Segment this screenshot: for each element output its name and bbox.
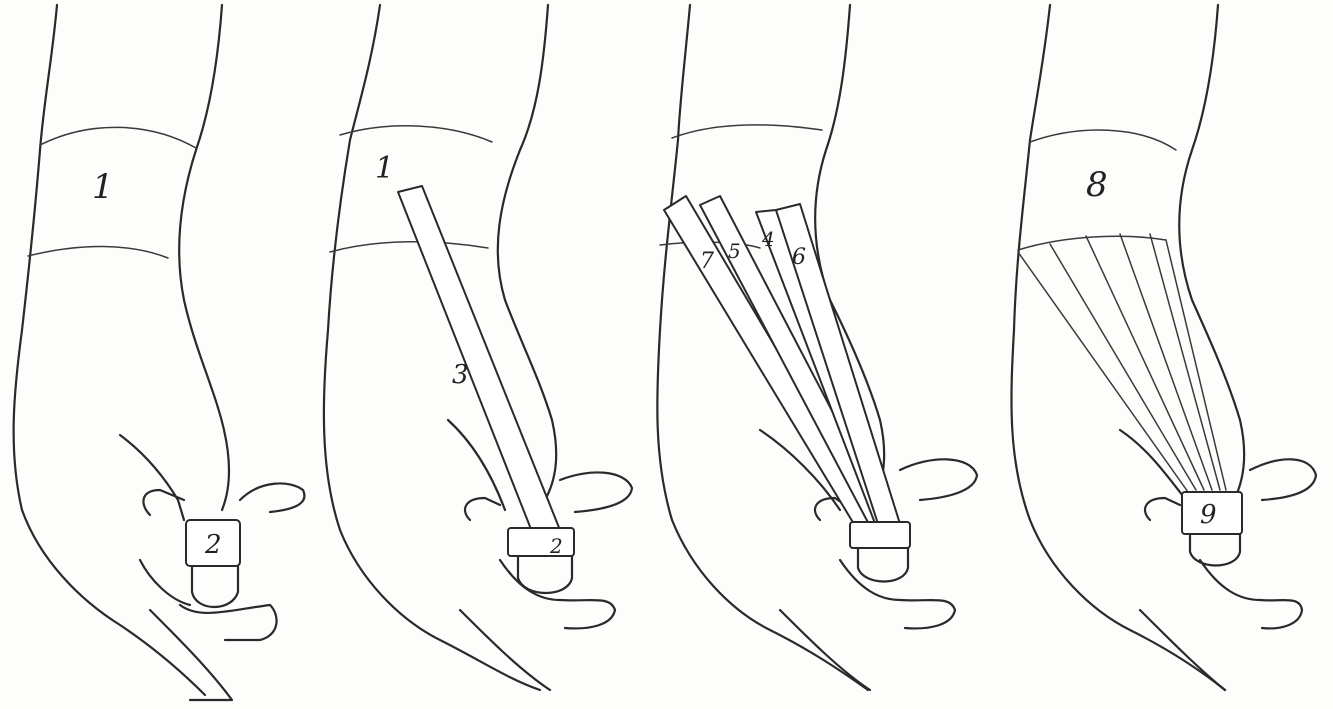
panel-2-finger-tape	[508, 528, 574, 556]
panel-1-fingertip	[192, 566, 238, 607]
panel-3: 7 5 4 6	[657, 5, 977, 690]
panel-3-finger-tape	[850, 522, 910, 548]
panel-1-forearm-right	[179, 5, 229, 510]
panel-2-forearm-outline	[324, 5, 540, 690]
panel-3-strip-7-label: 7	[700, 249, 714, 274]
panel-3-strip-5-label: 5	[728, 239, 741, 263]
panel-4: 8 9	[1011, 5, 1316, 690]
panel-3-strip-4-label: 4	[761, 227, 775, 251]
panel-4-anchor-label: 8	[1086, 165, 1108, 205]
panel-4-forearm-outline	[1011, 5, 1225, 690]
panel-2-fingertip	[518, 556, 572, 593]
panel-1-forearm-outline	[14, 5, 205, 695]
panel-2-anchor-label: 1	[375, 151, 394, 186]
panel-4-fingertip	[1190, 534, 1240, 566]
panel-3-fingertip	[858, 548, 908, 582]
panel-2-wrist-line-top	[340, 126, 492, 142]
panel-3-strip-6-label: 6	[792, 245, 806, 270]
panel-2-wrist-line-bottom	[330, 242, 488, 252]
panel-2-strip-label: 3	[452, 360, 469, 390]
panel-2-finger-label: 2	[549, 534, 563, 558]
panel-4-finger-label: 9	[1200, 500, 1217, 530]
panel-4-wrist-line-top	[1030, 130, 1176, 150]
panel-1: 1 2	[14, 5, 305, 700]
panel-1-wrist-line-top	[40, 127, 196, 148]
panel-1-anchor-label: 1	[92, 167, 114, 207]
panel-3-wrist-line-top	[672, 125, 822, 138]
panel-1-thumb	[120, 435, 304, 520]
panel-1-wrist-line-bottom	[28, 246, 168, 258]
panel-2: 1 3 2	[324, 5, 632, 690]
panel-1-finger-label: 2	[204, 530, 222, 560]
panel-4-strip-fan	[1018, 234, 1226, 492]
